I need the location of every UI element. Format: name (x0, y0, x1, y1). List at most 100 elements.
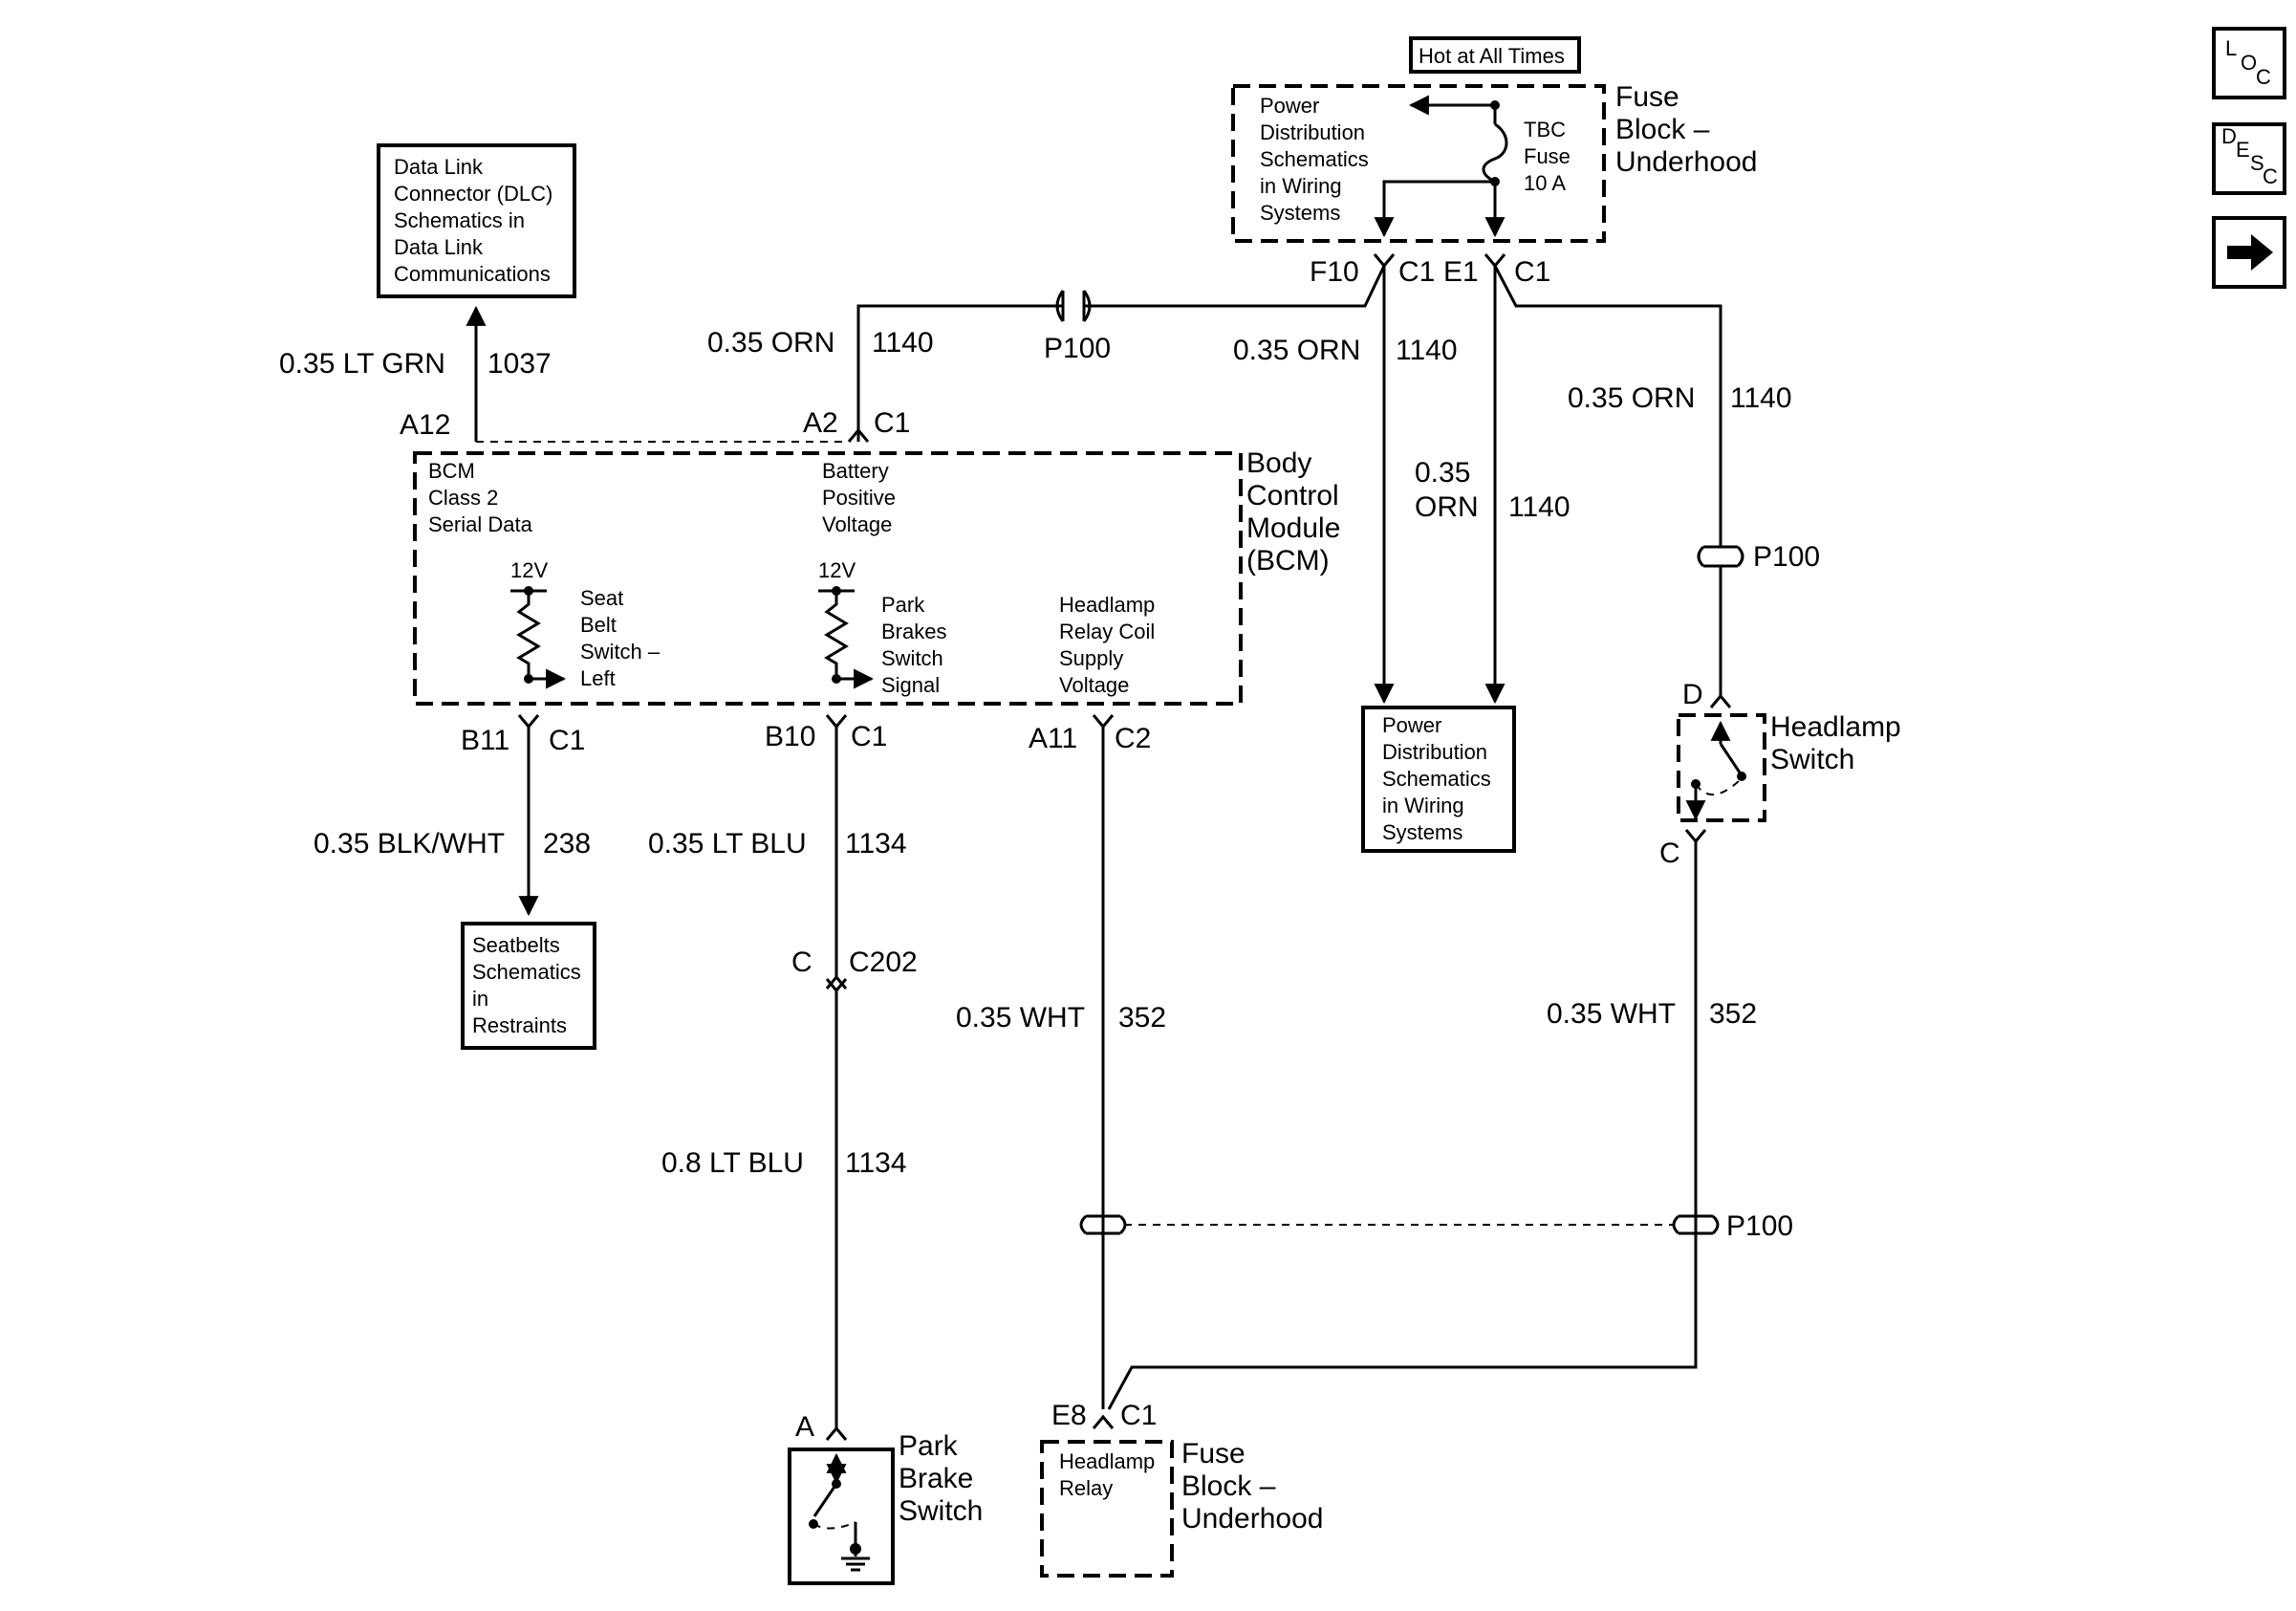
pin-b11: B11 (461, 725, 509, 756)
park-brake-switch-name: Park Brake Switch (899, 1430, 983, 1527)
svg-text:10 A: 10 A (1524, 171, 1566, 195)
park-brake-pin-a: A (795, 1411, 814, 1443)
svg-text:C: C (2256, 65, 2271, 89)
svg-text:E: E (2236, 138, 2250, 162)
fuse-block-top: Hot at All Times Power Distribution Sche… (1231, 36, 1757, 288)
fuse-block-bottom-name: Fuse Block – Underhood (1181, 1438, 1323, 1535)
wire-1140c-circuit: 1140 (1508, 491, 1570, 523)
svg-text:(BCM): (BCM) (1246, 545, 1330, 577)
svg-text:Power: Power (1382, 713, 1441, 737)
svg-text:Voltage: Voltage (1059, 673, 1129, 697)
splice-p100-top (1055, 290, 1092, 322)
pin-c1-f10: C1 (1398, 256, 1435, 288)
wire-1140d-gauge: 0.35 ORN (1568, 382, 1695, 414)
headlamp-switch-name: Headlamp Switch (1770, 711, 1901, 775)
wire-352a-gauge: 0.35 WHT (956, 1002, 1085, 1034)
svg-text:Voltage: Voltage (822, 512, 892, 536)
bcm-class2-label: BCM Class 2 Serial Data (428, 459, 533, 536)
pin-c1-e1: C1 (1514, 256, 1550, 288)
desc-button[interactable]: D E S C (2212, 122, 2286, 195)
wire-352a-circuit: 352 (1118, 1002, 1166, 1034)
hot-at-all-times-label: Hot at All Times (1419, 44, 1565, 68)
dlc-box: Data Link Connector (DLC) Schematics in … (377, 143, 576, 298)
svg-text:BCM: BCM (428, 459, 475, 483)
bcm-park-brake-label: Park Brakes Switch Signal (881, 593, 946, 697)
wire-1140c-gauge-line1: 0.35 (1415, 457, 1470, 489)
svg-text:Communications: Communications (394, 262, 551, 286)
bcm-12v-park: 12V (818, 558, 856, 582)
wire-1140a-gauge: 0.35 ORN (707, 327, 834, 359)
svg-text:in Wiring: in Wiring (1260, 174, 1342, 198)
svg-text:Data Link: Data Link (394, 155, 484, 179)
svg-text:Control: Control (1246, 480, 1339, 512)
fuse-pdist-ref: Power Distribution Schematics in Wiring … (1260, 94, 1369, 225)
svg-text:Schematics: Schematics (1382, 767, 1491, 791)
splice-p100-right (1697, 545, 1744, 568)
svg-text:Signal: Signal (881, 673, 940, 697)
wire-1037-gauge: 0.35 LT GRN (279, 348, 445, 380)
wire-1140b-circuit: 1140 (1396, 335, 1458, 366)
headlamp-relay-label: Headlamp Relay (1059, 1449, 1155, 1500)
wire-1134a-gauge: 0.35 LT BLU (648, 828, 807, 860)
svg-text:Schematics: Schematics (472, 960, 581, 984)
bcm-12v-seat: 12V (510, 558, 548, 582)
wire-1134b-gauge: 0.8 LT BLU (661, 1147, 804, 1179)
pin-f10: F10 (1310, 256, 1359, 288)
ground-icon (841, 1549, 870, 1572)
svg-text:Class 2: Class 2 (428, 486, 498, 510)
svg-text:Distribution: Distribution (1260, 120, 1365, 144)
wire-1134b-circuit: 1134 (845, 1147, 907, 1179)
svg-text:Supply: Supply (1059, 646, 1123, 670)
svg-text:Connector (DLC): Connector (DLC) (394, 182, 552, 206)
splice-p100-top-label: P100 (1044, 333, 1111, 364)
hot-at-all-times-box (1409, 36, 1581, 74)
svg-text:O: O (2241, 51, 2257, 75)
wire-1134a-circuit: 1134 (845, 828, 907, 860)
svg-text:Power: Power (1260, 94, 1319, 118)
headlamp-switch: D C Headlamp Switch (1659, 679, 1901, 869)
wire-1037-circuit: 1037 (487, 348, 552, 380)
wire-1140d-circuit: 1140 (1730, 382, 1792, 414)
svg-text:Switch: Switch (1770, 744, 1854, 775)
svg-text:Switch –: Switch – (580, 640, 661, 664)
pin-a2-c1: C1 (874, 407, 910, 439)
svg-text:Fuse: Fuse (1615, 81, 1679, 113)
bcm-headlamp-label: Headlamp Relay Coil Supply Voltage (1059, 593, 1155, 697)
svg-text:Switch: Switch (899, 1495, 983, 1527)
svg-text:Positive: Positive (822, 486, 896, 510)
loc-button[interactable]: L O C (2212, 27, 2286, 99)
svg-text:S: S (2250, 151, 2264, 175)
svg-text:Brakes: Brakes (881, 620, 946, 643)
arrow-right-icon (2227, 234, 2273, 271)
wire-1140a-circuit: 1140 (872, 327, 934, 359)
svg-text:Distribution: Distribution (1382, 740, 1487, 764)
tbc-fuse-label: TBC Fuse 10 A (1524, 118, 1570, 195)
bcm-seat-belt-label: Seat Belt Switch – Left (580, 586, 661, 690)
svg-text:Brake: Brake (899, 1463, 973, 1494)
svg-text:Headlamp: Headlamp (1059, 1449, 1155, 1473)
svg-text:L: L (2225, 36, 2237, 60)
next-page-button[interactable] (2212, 216, 2286, 289)
connector-c202-label: C202 (849, 947, 918, 978)
svg-text:in Wiring: in Wiring (1382, 794, 1464, 817)
svg-text:Seatbelts: Seatbelts (472, 933, 560, 957)
fuse-block-top-name: Fuse Block – Underhood (1615, 81, 1757, 178)
svg-text:Systems: Systems (1260, 201, 1340, 225)
svg-text:Restraints: Restraints (472, 1013, 567, 1037)
fuse-block-top-outline (1231, 84, 1606, 243)
svg-text:Seat: Seat (580, 586, 623, 610)
svg-text:Module: Module (1246, 512, 1340, 544)
wire-238-gauge: 0.35 BLK/WHT (314, 828, 505, 860)
svg-text:Relay: Relay (1059, 1476, 1113, 1500)
svg-text:Switch: Switch (881, 646, 943, 670)
relay-conn-c1: C1 (1120, 1400, 1157, 1431)
pin-a12: A12 (400, 409, 450, 441)
svg-text:D: D (2221, 124, 2237, 148)
svg-text:Headlamp: Headlamp (1059, 593, 1155, 617)
bcm-outline (413, 451, 1243, 706)
svg-text:Left: Left (580, 666, 616, 690)
svg-text:Fuse: Fuse (1524, 144, 1570, 168)
pin-b11-c1: C1 (549, 725, 585, 756)
svg-text:Park: Park (899, 1430, 959, 1462)
bcm: Body Control Module (BCM) BCM Class 2 Se… (400, 407, 1340, 756)
